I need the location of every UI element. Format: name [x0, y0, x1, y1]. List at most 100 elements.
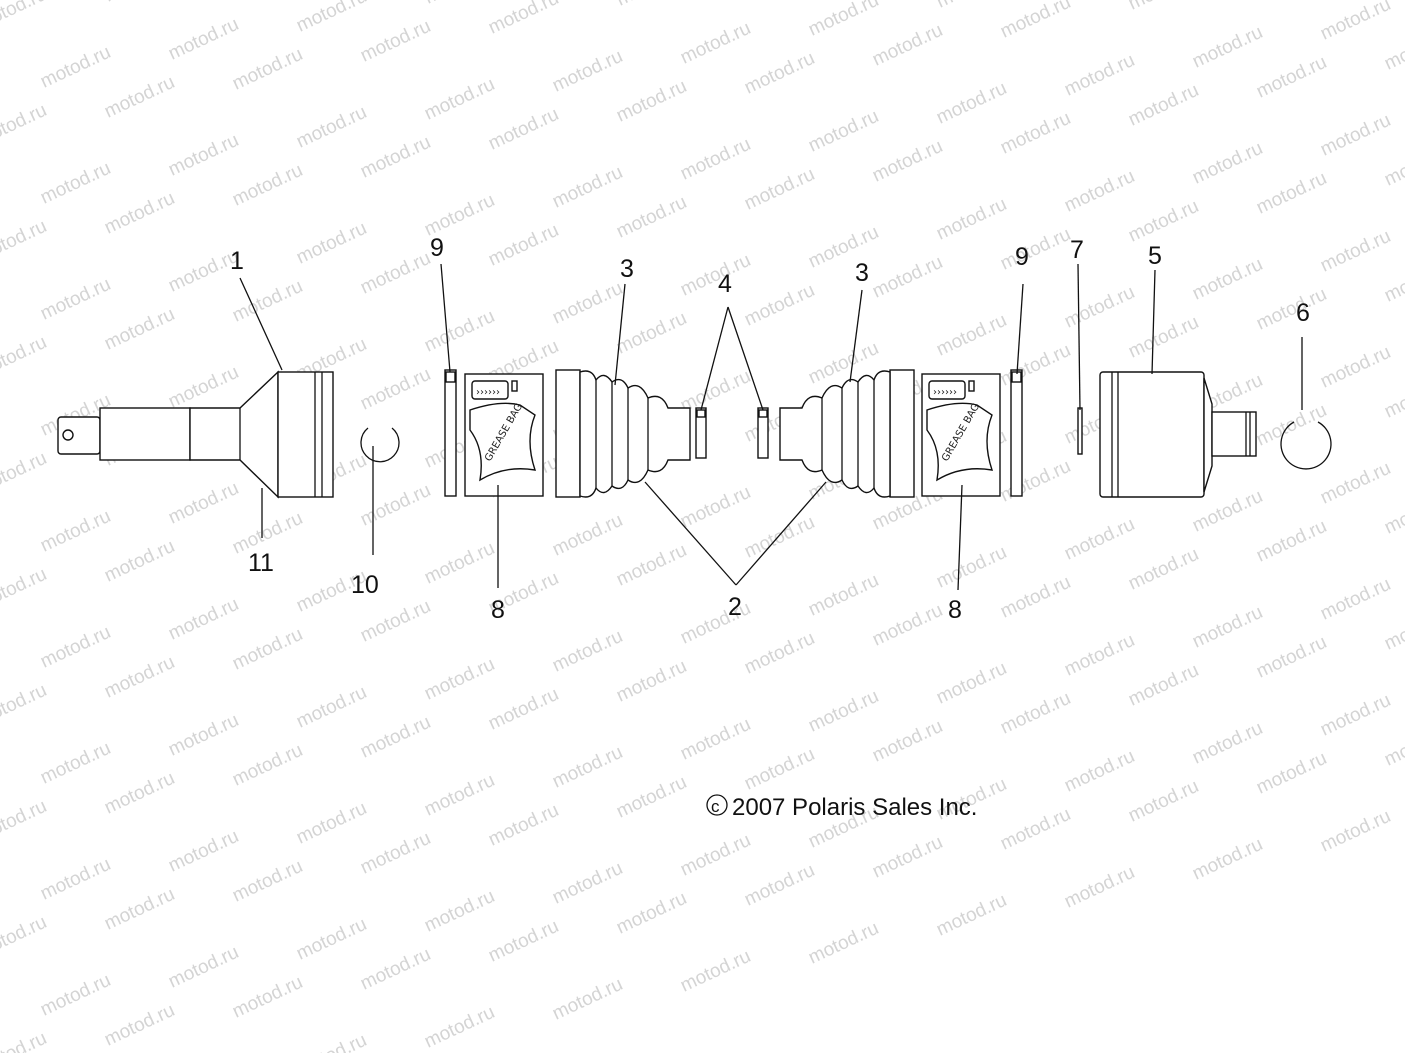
watermark-text: motod.ru	[549, 510, 626, 561]
watermark-text: motod.ru	[1317, 690, 1394, 741]
watermark-text: motod.ru	[1317, 0, 1394, 45]
watermark-text: motod.ru	[1317, 226, 1394, 277]
watermark-text: motod.ru	[741, 280, 818, 331]
label-2: 2	[728, 593, 742, 621]
watermark-text: motod.ru	[165, 14, 242, 65]
watermark-text: motod.ru	[37, 274, 114, 325]
watermark-text: motod.ru	[549, 858, 626, 909]
watermark-text: motod.ru	[1125, 776, 1202, 827]
small-clamp-right	[757, 407, 769, 459]
watermark-text: motod.ru	[1317, 110, 1394, 161]
watermark-text: motod.ru	[37, 506, 114, 557]
clamp-strap-left	[444, 369, 457, 497]
watermark-text: motod.ru	[165, 942, 242, 993]
watermark-text: motod.ru	[805, 106, 882, 157]
watermark-text: motod.ru	[1125, 0, 1202, 15]
watermark-text: motod.ru	[165, 594, 242, 645]
watermark-text: motod.ru	[613, 656, 690, 707]
watermark-text: motod.ru	[1317, 574, 1394, 625]
watermark-text: motod.ru	[1061, 282, 1138, 333]
watermark-text: motod.ru	[229, 624, 306, 675]
watermark-text: motod.ru	[421, 306, 498, 357]
watermark-text: motod.ru	[293, 218, 370, 269]
watermark-text: motod.ru	[421, 538, 498, 589]
copyright-notice: c 2007 Polaris Sales Inc.	[706, 794, 977, 821]
watermark-text: motod.ru	[101, 0, 178, 7]
watermark-text: motod.ru	[101, 652, 178, 703]
label-11: 11	[248, 549, 274, 577]
watermark-text: motod.ru	[933, 658, 1010, 709]
watermark-text: motod.ru	[293, 0, 370, 37]
watermark-text: motod.ru	[613, 0, 690, 11]
watermark-text: motod.ru	[805, 918, 882, 969]
watermark-text: motod.ru	[1189, 602, 1266, 653]
watermark-text: motod.ru	[293, 914, 370, 965]
watermark-text: motod.ru	[37, 738, 114, 789]
watermark-text: motod.ru	[869, 716, 946, 767]
watermark-text: motod.ru	[37, 970, 114, 1021]
watermark-text: motod.ru	[613, 76, 690, 127]
watermark-text: motod.ru	[485, 684, 562, 735]
watermark-text: motod.ru	[549, 974, 626, 1025]
watermark-text: motod.ru	[101, 768, 178, 819]
watermark-text: motod.ru	[101, 188, 178, 239]
watermark-text: motod.ru	[37, 158, 114, 209]
watermark-text: motod.ru	[677, 830, 754, 881]
watermark-text: motod.ru	[677, 250, 754, 301]
watermark-text: motod.ru	[1061, 166, 1138, 217]
watermark-text: motod.ru	[101, 304, 178, 355]
watermark-text: motod.ru	[613, 192, 690, 243]
watermark-text: motod.ru	[933, 542, 1010, 593]
copyright-symbol: c	[711, 797, 720, 816]
watermark-text: motod.ru	[1189, 254, 1266, 305]
watermark-text: motod.ru	[165, 130, 242, 181]
watermark-text: motod.ru	[421, 190, 498, 241]
watermark-text: motod.ru	[805, 222, 882, 273]
watermark-text: motod.ru	[421, 886, 498, 937]
watermark-text: motod.ru	[101, 1000, 178, 1051]
watermark-text: motod.ru	[229, 856, 306, 907]
watermark-text: motod.ru	[485, 104, 562, 155]
watermark-text: motod.ru	[805, 570, 882, 621]
watermark-text: motod.ru	[0, 564, 50, 615]
watermark-text: motod.ru	[1125, 312, 1202, 363]
watermark-text: motod.ru	[1381, 24, 1405, 75]
watermark-text: motod.ru	[37, 854, 114, 905]
watermark-text: motod.ru	[37, 622, 114, 673]
watermark-text: motod.ru	[421, 0, 498, 9]
watermark-text: motod.ru	[229, 160, 306, 211]
watermark-text: motod.ru	[357, 16, 434, 67]
watermark-text: motod.ru	[997, 340, 1074, 391]
watermark-text: motod.ru	[933, 890, 1010, 941]
outer-cv-joint	[57, 370, 334, 499]
watermark-text: motod.ru	[933, 194, 1010, 245]
watermark-text: motod.ru	[0, 0, 50, 35]
svg-text:››››››: ››››››	[933, 387, 957, 398]
watermark-text: motod.ru	[613, 772, 690, 823]
watermark-text: motod.ru	[933, 0, 1010, 13]
watermark-text: motod.ru	[1189, 834, 1266, 885]
watermark-text: motod.ru	[549, 278, 626, 329]
watermark-text: motod.ru	[613, 888, 690, 939]
label-5: 5	[1148, 242, 1162, 270]
watermark-text: motod.ru	[741, 860, 818, 911]
watermark-text: motod.ru	[357, 712, 434, 763]
watermark-text: motod.ru	[997, 804, 1074, 855]
watermark-text: motod.ru	[1125, 80, 1202, 131]
callout-labels: 1 11 10 9 8 3 4 2 3 8 9 7 5 6	[230, 234, 1310, 624]
watermark-text: motod.ru	[741, 164, 818, 215]
watermark-text: motod.ru	[1317, 342, 1394, 393]
label-7: 7	[1070, 236, 1084, 264]
watermark-text: motod.ru	[1381, 256, 1405, 307]
watermark-text: motod.ru	[421, 1002, 498, 1053]
watermark-text: motod.ru	[165, 362, 242, 413]
watermark-text: motod.ru	[997, 572, 1074, 623]
watermark-text: motod.ru	[869, 252, 946, 303]
watermark-text: motod.ru	[0, 1028, 50, 1053]
watermark-text: motod.ru	[357, 132, 434, 183]
small-clamp-left	[695, 407, 707, 459]
watermark-text: motod.ru	[549, 626, 626, 677]
watermark-text: motod.ru	[229, 44, 306, 95]
label-8-right: 8	[948, 596, 962, 624]
watermark-text: motod.ru	[1253, 748, 1330, 799]
